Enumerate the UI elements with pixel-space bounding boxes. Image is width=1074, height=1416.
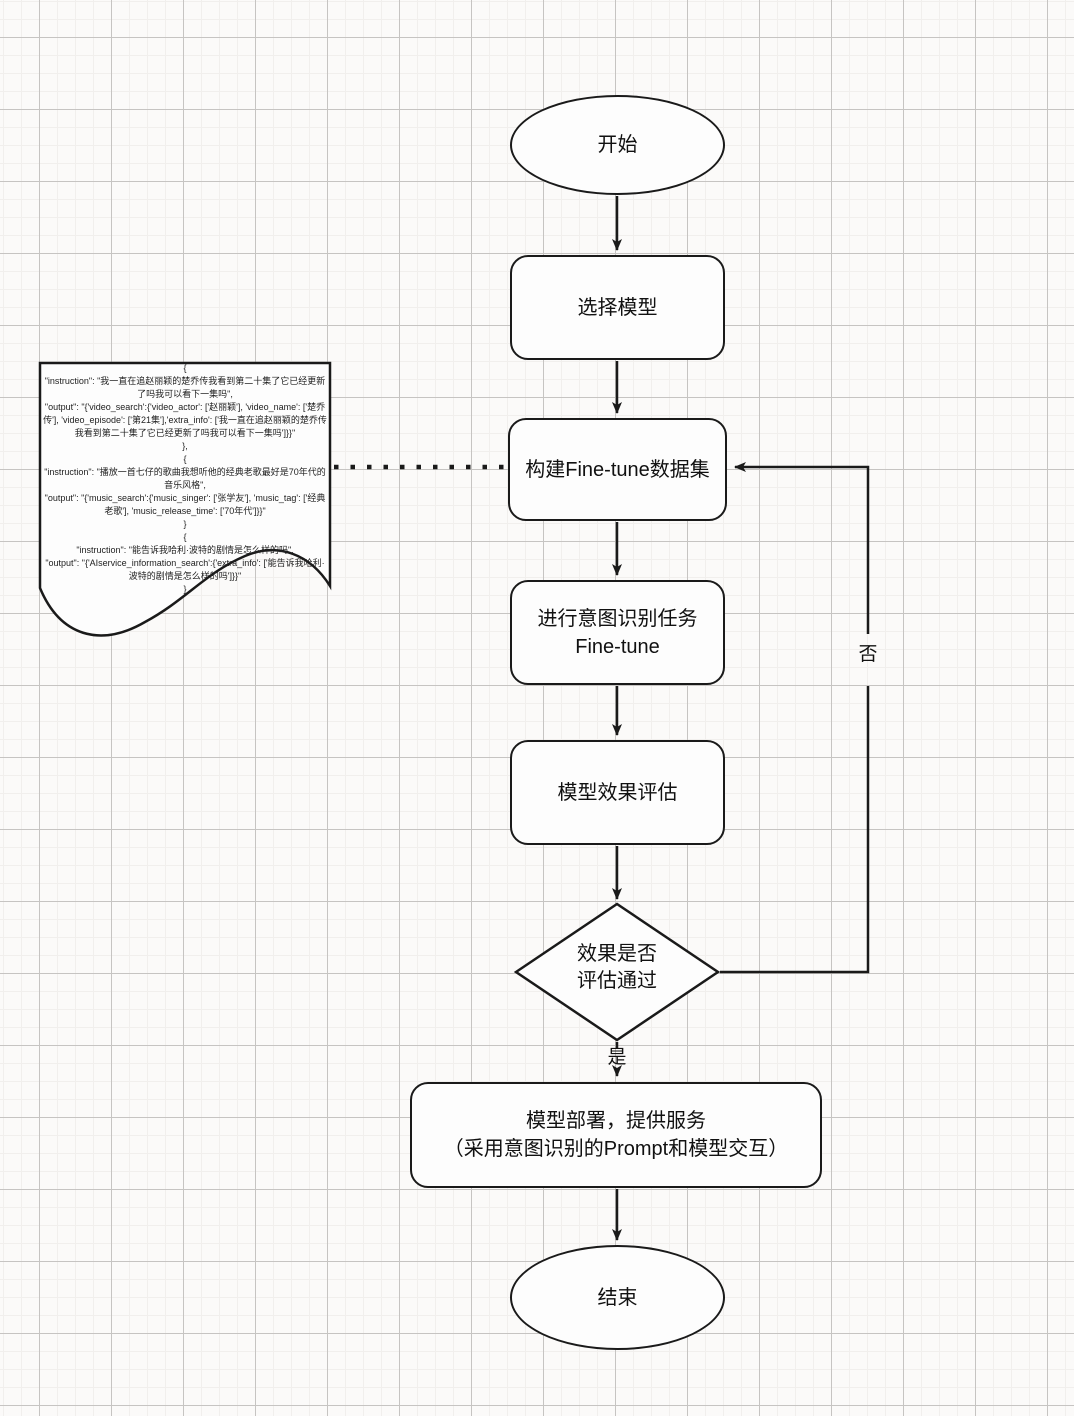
arrow-no-loop-to-build (734, 462, 870, 634)
edge-label-no: 否 (858, 644, 878, 665)
decision-diamond-shape (513, 902, 721, 1042)
node-intent-finetune-task-line2: Fine-tune (575, 635, 660, 658)
document-line: { (183, 532, 187, 542)
node-model-evaluation-label: 模型效果评估 (557, 781, 678, 804)
node-select-model: 选择模型 (510, 255, 725, 360)
node-select-model-label: 选择模型 (577, 296, 658, 319)
document-line: }, (182, 441, 188, 451)
document-line: "output": "{'video_search':{'video_actor… (44, 402, 326, 412)
dataset-document-shape (38, 361, 332, 637)
node-build-finetune-dataset-label: 构建Fine-tune数据集 (525, 458, 710, 481)
document-line: "instruction": "我一直在追赵丽颖的楚乔传我看到第二十集了它已经更… (44, 376, 326, 386)
node-model-evaluation: 模型效果评估 (510, 740, 725, 845)
node-end-label: 结束 (597, 1286, 638, 1309)
node-end: 结束 (510, 1245, 725, 1350)
node-start-label: 开始 (597, 134, 638, 156)
node-intent-finetune-task: 进行意图识别任务 Fine-tune (510, 580, 725, 685)
document-line: 我看到第二十集了它已经更新了吗我可以看下一集吗']}}" (74, 428, 296, 438)
dataset-document-text: { "instruction": "我一直在追赵丽颖的楚乔传我看到第二十集了它已经… (42, 362, 328, 596)
node-deploy-service-line1: 模型部署，提供服务 (526, 1110, 706, 1132)
document-line: { (183, 454, 187, 464)
node-deploy-service-line2: （采用意图识别的Prompt和模型交互） (443, 1138, 789, 1160)
document-line: "output": "{'AIservice_information_searc… (45, 558, 325, 568)
node-build-finetune-dataset: 构建Fine-tune数据集 (508, 418, 727, 521)
document-line: { (183, 363, 187, 373)
node-start: 开始 (510, 95, 725, 195)
document-line: "instruction": "播放一首七仔的歌曲我想听他的经典老歌最好是70年… (44, 467, 326, 477)
document-line: "instruction": "能告诉我哈利·波特的剧情是怎么样的吗", (76, 545, 294, 555)
decision-diamond-text: 效果是否 评估通过 (517, 941, 717, 995)
arrow-no-loop-segment-down (720, 686, 870, 974)
document-line: 波特的剧情是怎么样的吗']}}" (128, 571, 242, 581)
edge-label-yes: 是 (607, 1047, 627, 1068)
document-line: 音乐风格", (164, 480, 206, 490)
document-line: } (183, 584, 187, 594)
document-line: 老歌'], 'music_release_time': ['70年代']}}" (104, 506, 266, 516)
node-intent-finetune-task-line1: 进行意图识别任务 (537, 607, 698, 630)
document-line: "output": "{'music_search':{'music_singe… (44, 493, 326, 503)
document-line: 了吗我可以看下一集吗", (137, 389, 233, 399)
decision-line1: 效果是否 (577, 943, 657, 965)
node-deploy-service: 模型部署，提供服务 （采用意图识别的Prompt和模型交互） (410, 1082, 822, 1188)
document-line: 传'], 'video_episode': ['第21集'],'extra_in… (43, 415, 327, 425)
decision-line2: 评估通过 (577, 970, 657, 992)
document-line: } (183, 519, 187, 529)
